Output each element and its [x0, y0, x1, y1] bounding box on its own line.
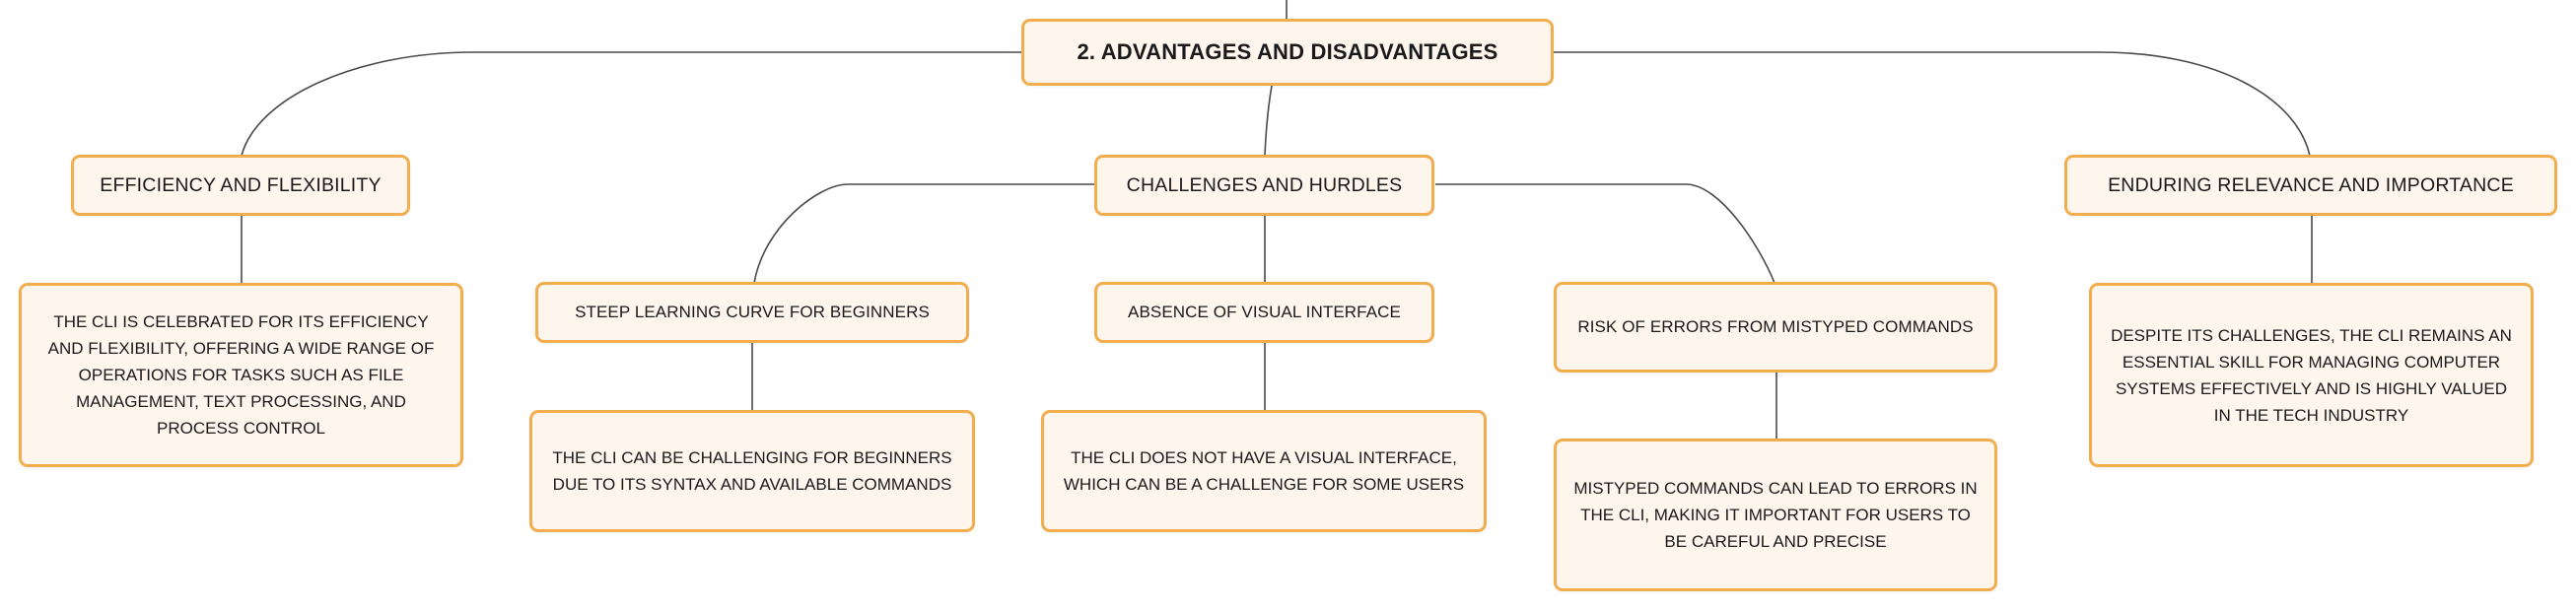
connector-root-to-challenges — [1264, 85, 1273, 157]
subtopic-node-visual-interface[interactable]: Absence of visual interface — [1094, 282, 1434, 343]
connector-root-to-relevance — [1553, 51, 2311, 157]
topic-node-relevance[interactable]: Enduring Relevance and Importance — [2064, 155, 2557, 216]
detail-node-visual-interface[interactable]: The CLI does not have a visual interface… — [1041, 410, 1487, 532]
topic-label: Challenges and Hurdles — [1126, 173, 1403, 196]
subtopic-node-steep-learning[interactable]: Steep learning curve for beginners — [535, 282, 969, 343]
root-node[interactable]: 2. Advantages and Disadvantages — [1021, 19, 1554, 86]
detail-text: Mistyped commands can lead to errors in … — [1573, 479, 1978, 551]
detail-node-relevance[interactable]: Despite its challenges, the CLI remains … — [2089, 283, 2534, 467]
topic-label: Enduring Relevance and Importance — [2108, 173, 2514, 196]
detail-node-steep-learning[interactable]: The CLI can be challenging for beginners… — [529, 410, 975, 532]
connector-root-to-efficiency — [241, 51, 1021, 157]
connector-challenges-to-steep — [753, 183, 1094, 284]
topic-label: Efficiency and Flexibility — [100, 173, 382, 196]
topic-node-efficiency[interactable]: Efficiency and Flexibility — [71, 155, 410, 216]
subtopic-node-mistyped-commands[interactable]: Risk of errors from mistyped commands — [1554, 282, 1997, 373]
detail-node-efficiency[interactable]: The CLI is celebrated for its efficiency… — [19, 283, 463, 467]
subtopic-label: Risk of errors from mistyped commands — [1577, 317, 1974, 336]
detail-text: Despite its challenges, the CLI remains … — [2111, 325, 2512, 425]
connector-challenges-to-risk — [1435, 183, 1775, 284]
subtopic-label: Absence of visual interface — [1128, 303, 1401, 321]
root-node-label: 2. Advantages and Disadvantages — [1077, 39, 1498, 64]
detail-text: The CLI can be challenging for beginners… — [552, 448, 952, 494]
subtopic-label: Steep learning curve for beginners — [575, 303, 930, 321]
detail-text: The CLI is celebrated for its efficiency… — [47, 312, 435, 438]
detail-node-mistyped-commands[interactable]: Mistyped commands can lead to errors in … — [1554, 439, 1997, 591]
detail-text: The CLI does not have a visual interface… — [1063, 448, 1465, 494]
topic-node-challenges[interactable]: Challenges and Hurdles — [1094, 155, 1434, 216]
